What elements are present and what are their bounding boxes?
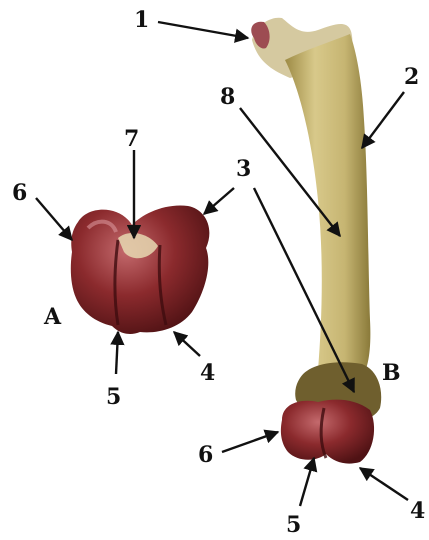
- arrow-6-a: [36, 198, 72, 240]
- specimen-b-distal-condyle: [281, 400, 374, 464]
- label-8: 8: [220, 84, 235, 110]
- arrow-5-a: [116, 332, 118, 374]
- arrow-2: [362, 92, 404, 148]
- arrow-6-b: [222, 432, 278, 452]
- label-4-b: 4: [410, 498, 425, 524]
- label-5-b: 5: [286, 512, 301, 538]
- arrow-1: [158, 22, 248, 38]
- label-3: 3: [236, 156, 251, 182]
- specimen-a: [71, 205, 210, 334]
- panel-label-b: B: [382, 360, 401, 386]
- label-1: 1: [134, 7, 149, 33]
- label-6-a: 6: [12, 180, 27, 206]
- arrow-5-b: [300, 458, 314, 506]
- panel-label-a: A: [43, 304, 62, 330]
- label-7: 7: [124, 126, 139, 152]
- arrow-4-a: [174, 332, 200, 356]
- arrow-4-b: [360, 468, 408, 500]
- label-5-a: 5: [106, 384, 121, 410]
- arrow-3-a: [204, 188, 234, 214]
- specimen-b: [251, 18, 381, 464]
- label-2: 2: [404, 64, 419, 90]
- label-4-a: 4: [200, 360, 215, 386]
- label-6-b: 6: [198, 442, 213, 468]
